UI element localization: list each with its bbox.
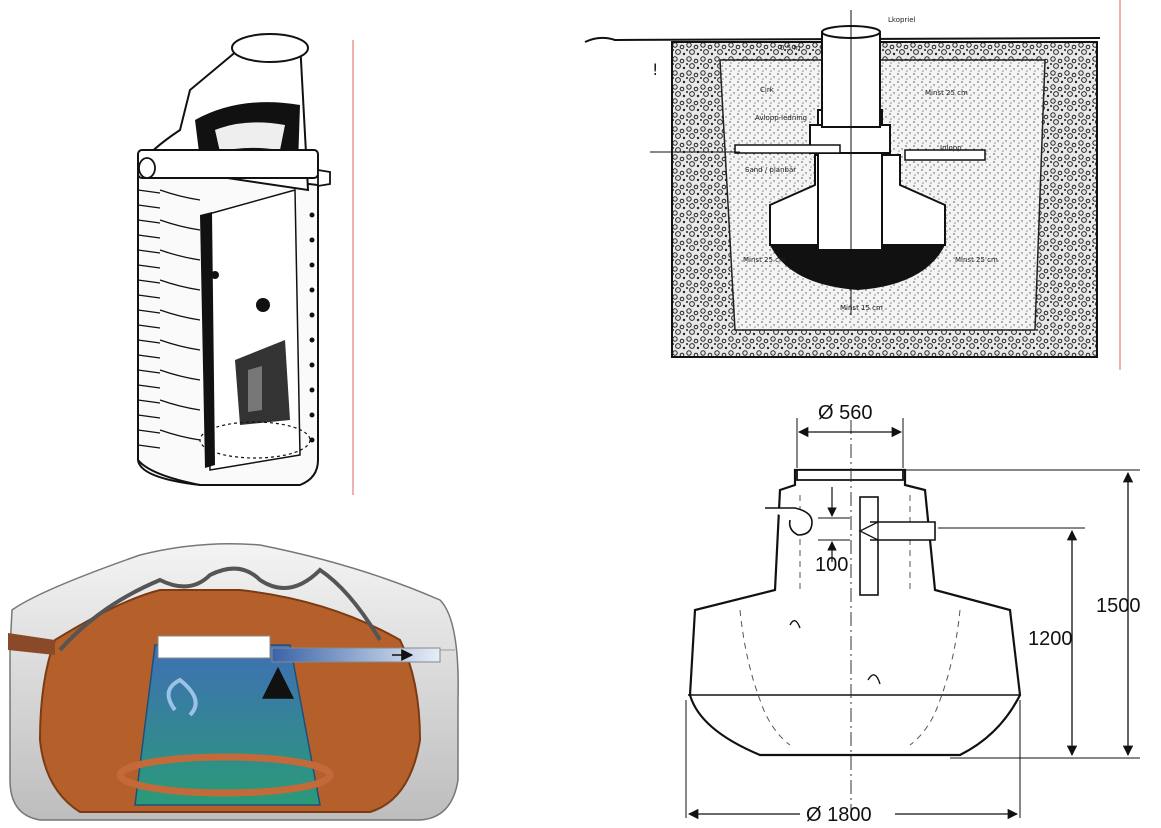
baffle-top bbox=[157, 635, 271, 659]
dim-height-outlet: 1200 bbox=[1028, 628, 1073, 650]
figure-d-dimension-drawing: Ø 560 100 1200 1500 Ø 1800 bbox=[685, 402, 1141, 826]
side-left-label: Minst 25 cm bbox=[743, 256, 786, 264]
tank-outline bbox=[688, 468, 1022, 757]
outlet-tee bbox=[858, 520, 879, 542]
left-upper-label: Cirk bbox=[760, 86, 775, 94]
collar-band bbox=[137, 149, 319, 179]
baffle-wall bbox=[859, 496, 879, 596]
swirl-arrow bbox=[166, 677, 198, 717]
dim-top-diameter: Ø 560 bbox=[818, 402, 872, 424]
dim-height-total: 1500 bbox=[1096, 595, 1141, 617]
hole bbox=[211, 271, 219, 279]
outlet-stub bbox=[317, 168, 331, 188]
inlet-pipe bbox=[734, 144, 841, 154]
cutaway-interior bbox=[204, 189, 301, 471]
bottom-label: Minst 15 cm bbox=[840, 304, 883, 312]
outlet-pipe bbox=[271, 647, 441, 663]
floor-ellipse bbox=[199, 421, 311, 459]
sand-label: Sand / planbär bbox=[745, 166, 796, 174]
figure-c-colored-cutaway bbox=[8, 543, 459, 821]
margin-mark: ! bbox=[652, 60, 658, 79]
tank-base bbox=[137, 459, 201, 486]
cover-depth-label: 0,5 m bbox=[780, 44, 800, 52]
tank-bottom-dark bbox=[770, 245, 945, 290]
outlet-label: Avlopp-ledning bbox=[755, 114, 807, 122]
tank-rim bbox=[796, 469, 904, 481]
figure-a-cylindrical-tank bbox=[137, 33, 354, 495]
dim-base-diameter: Ø 1800 bbox=[806, 804, 872, 826]
ground-line bbox=[584, 36, 1101, 43]
outlet-pipe bbox=[870, 521, 936, 541]
circulation-arrow bbox=[116, 753, 334, 797]
small-opening bbox=[867, 674, 881, 685]
baffle-detail bbox=[248, 366, 262, 412]
outlet-pipe bbox=[904, 149, 986, 161]
cutaway-edge bbox=[58, 566, 382, 652]
rib-dots bbox=[309, 212, 315, 443]
figure-b-installation-section: ! Lkopriel 0,5 m Cirk Avlopp-ledning San… bbox=[584, 0, 1121, 370]
inlet-stub bbox=[138, 157, 156, 179]
riser-opening bbox=[231, 33, 309, 63]
inspection-cover-label: Lkopriel bbox=[888, 16, 916, 24]
hole bbox=[256, 298, 270, 312]
inlet-pipe bbox=[8, 633, 55, 655]
cone-cutaway-inner bbox=[215, 122, 285, 152]
inlet-label: Inlopp bbox=[940, 144, 962, 152]
right-top-label: Minst 25 cm bbox=[925, 89, 968, 97]
corrugation-ribs bbox=[137, 189, 201, 449]
clarifier-water bbox=[134, 644, 321, 806]
side-right-label: Minst 25 cm bbox=[955, 256, 998, 264]
dim-pipe-offset: 100 bbox=[815, 554, 848, 576]
inlet-elbow bbox=[765, 507, 813, 536]
small-opening bbox=[789, 620, 801, 629]
